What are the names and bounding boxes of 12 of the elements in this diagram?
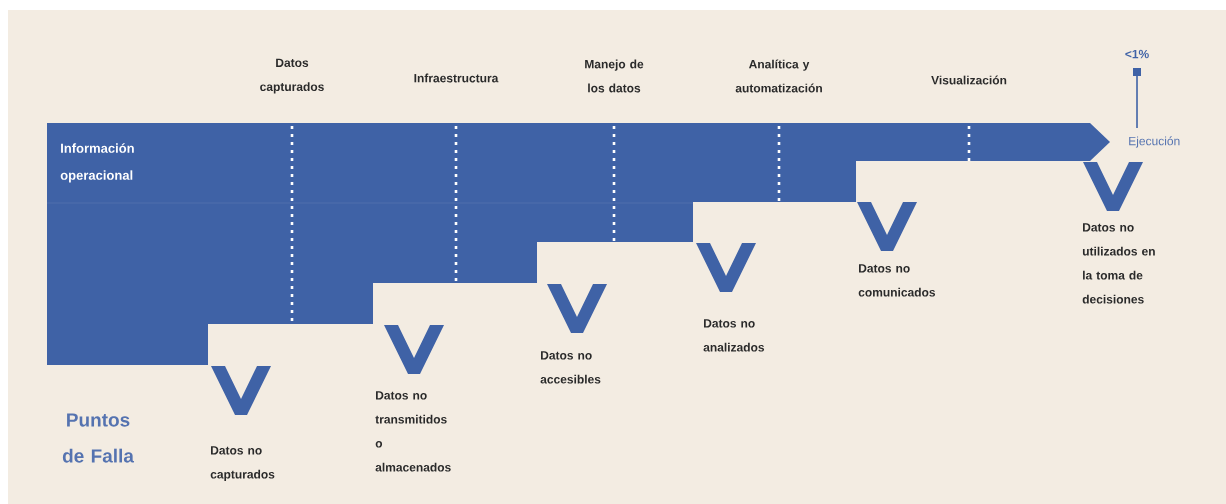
stage-label: Datos capturados: [260, 58, 324, 94]
failure-label: Datos no analizados: [703, 319, 765, 352]
stage-label: Analítica y automatización: [735, 59, 822, 93]
stage-label: Ejecución: [1129, 136, 1180, 148]
failure-label: Datos no capturados: [210, 446, 275, 481]
percent-label: <1%: [1125, 49, 1149, 59]
failure-label: Datos no transmitidos o almacenados: [375, 391, 451, 472]
stage-label: Visualización: [931, 75, 1007, 85]
section-heading: Puntos de Falla: [62, 413, 134, 463]
stage-label: Infraestructura: [414, 73, 499, 83]
failure-label: Datos no comunicados: [858, 264, 936, 297]
stage-label: Manejo de los datos: [585, 59, 644, 93]
